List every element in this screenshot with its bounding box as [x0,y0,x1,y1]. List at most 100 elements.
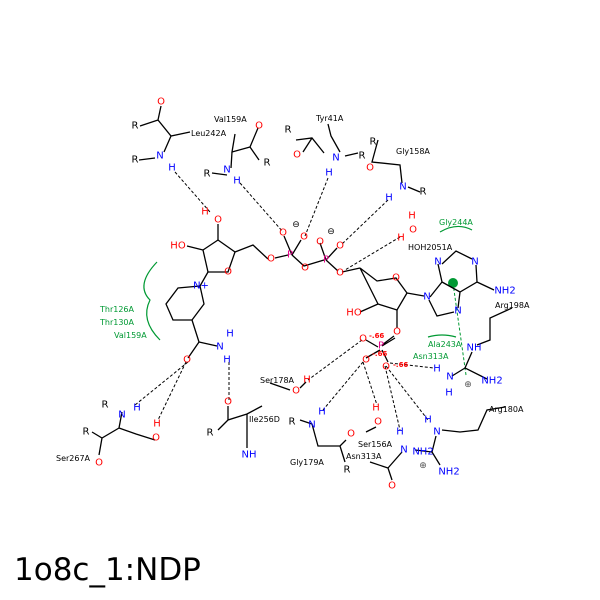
residue-ser178a: Ser178A [260,376,295,385]
atom-o: O [267,254,275,265]
residue-leu242a: Leu242A [191,129,227,138]
atom-r: R [264,158,271,169]
bond [299,419,347,463]
atom-h: H [233,176,241,187]
atom-h: H [226,329,234,340]
atom-o: O [224,397,232,408]
bond [406,292,425,297]
pi-cation-line [452,282,467,376]
atom-o: O [374,417,382,428]
atom-nh2: NH2 [412,447,433,458]
bond [365,426,403,481]
hbond [174,171,211,213]
atom-labels: R O N R H R N H O R R O N H R R O N H R … [83,97,516,492]
atom-h: H [223,355,231,366]
atom-o: O [157,97,165,108]
atom-h: H [385,193,393,204]
atom-n: N [454,306,461,317]
residue-gly179a: Gly179A [290,458,324,467]
residue-labels: Leu242A Val159A Tyr41A Gly158A HOH2051A … [56,114,530,467]
water-oxygen: O [409,225,417,236]
hydrophobic-thr130a: Thr130A [99,318,135,327]
atom-r: R [370,137,377,148]
atom-r: R [204,169,211,180]
hydrogen-bonds [134,171,435,431]
atom-h: H [408,211,416,222]
hbond [385,365,429,421]
hydrophobic-arc-gly244a [439,225,473,233]
hydrophobic-thr126a: Thr126A [99,305,135,314]
hydrophobic-arc-ala243a [427,334,457,338]
hbond [304,177,329,237]
atom-o: O [292,386,300,397]
bond [202,239,236,273]
atom-nh2: NH2 [438,467,459,478]
residue-arg180a: Arg180A [489,405,524,414]
atom-o: O [393,327,401,338]
atom-n: N [471,257,478,268]
atom-nh: NH [467,343,482,354]
hydrophobic-val159a: Val159A [114,331,147,340]
atom-p: P [323,255,329,266]
atom-n: N [423,292,430,303]
atom-h: H [396,427,404,438]
hbond [344,236,401,271]
hbond [134,361,189,406]
atom-o: O [336,241,344,252]
atom-o: O [336,268,344,279]
atom-h: H [445,388,453,399]
atom-n-plus: N+ [193,281,209,292]
atom-h: H [168,163,176,174]
partial-charge: -.66 [393,361,408,369]
atom-o: O [95,458,103,469]
atom-h: H [201,207,209,218]
atom-o: O [347,429,355,440]
hydrophobic-arc-thr126a [143,261,161,341]
atom-p: P [378,341,384,352]
atom-h: H [433,364,441,375]
bond [186,224,289,260]
atom-nh: NH [242,450,257,461]
bond [359,303,398,363]
atom-o: O [388,481,396,492]
hydrophobic-ala243a: Ala243A [428,340,462,349]
atom-n: N [216,342,223,353]
positive-charge: ⊕ [464,380,472,390]
atom-n: N [308,420,315,431]
hydrophobic-gly244a: Gly244A [439,218,473,227]
atom-o: O [362,355,370,366]
bond [451,307,513,380]
negative-charge: ⊖ [327,227,335,237]
hbond [389,362,435,369]
atom-o: O [366,163,374,174]
atom-r: R [344,465,351,476]
hbond [362,361,378,406]
atom-nh2: NH2 [481,376,502,387]
atom-r: R [207,428,214,439]
atom-o: O [214,215,222,226]
bond [211,127,260,176]
atom-hydroxyl: HO [170,241,186,252]
hbond [239,182,284,233]
atom-o: O [359,334,367,345]
residue-tyr41a: Tyr41A [315,114,344,123]
atom-h: H [424,415,432,426]
hbond [322,361,364,411]
atom-o: O [279,228,287,239]
atom-h: H [133,403,141,414]
atom-r: R [102,400,109,411]
bond [295,123,359,157]
atom-r: R [83,427,90,438]
atom-h: H [397,233,405,244]
hydrophobic-asn313a: Asn313A [413,352,449,361]
bond [428,250,495,317]
atom-r: R [285,125,292,136]
bond [187,319,218,359]
atom-o: O [301,263,309,274]
atom-n: N [156,151,163,162]
hbond [307,339,363,381]
atom-r: R [289,417,296,428]
atom-o: O [316,237,324,248]
atom-o: O [183,355,191,366]
